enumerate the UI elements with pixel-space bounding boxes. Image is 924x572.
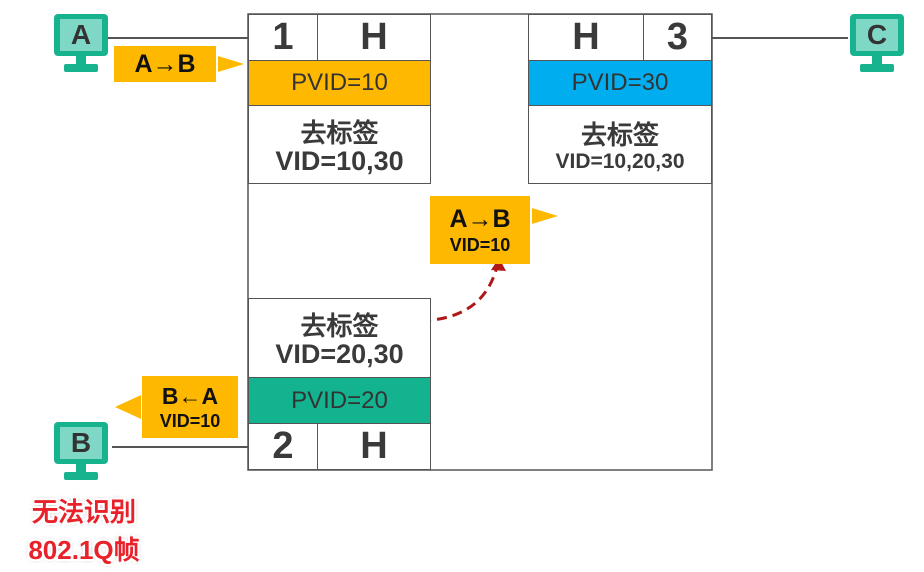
frame-tag-ingress-label: A→B — [134, 49, 196, 78]
port3-number: 3 — [643, 14, 712, 61]
computer-icon — [54, 422, 108, 480]
pc-a[interactable]: A — [50, 12, 116, 78]
frame-tag-internal-vid: VID=10 — [449, 235, 511, 255]
pc-a-label: A — [70, 19, 92, 50]
warning-line2: 802.1Q帧 — [28, 535, 140, 565]
switch-body — [247, 13, 713, 471]
pc-b[interactable]: B — [50, 420, 116, 486]
port2-info-box — [248, 298, 431, 378]
frame-tag-ingress: A→B — [114, 46, 216, 82]
port1-vid: VID=10,30 — [275, 146, 404, 176]
computer-icon — [54, 14, 108, 72]
frame-tag-egress-label: B←A — [161, 383, 219, 409]
frame-tag-internal-label: A→B — [449, 205, 511, 233]
port3-action: 去标签 — [580, 120, 659, 150]
port2-number: 2 — [248, 423, 318, 470]
arrow-left-icon — [115, 395, 141, 419]
port2-vid: VID=20,30 — [275, 339, 404, 369]
pc-c-label: C — [866, 19, 888, 50]
port3-type: H — [528, 14, 644, 61]
port3-info-box — [528, 105, 712, 184]
port3-pvid: PVID=30 — [528, 60, 712, 106]
arrow-right-icon — [218, 56, 244, 72]
warning-line1: 无法识别 — [31, 497, 136, 527]
port2-action: 去标签 — [300, 311, 379, 341]
pc-c[interactable]: C — [846, 12, 912, 78]
frame-tag-egress: B←A VID=10 — [142, 376, 238, 438]
port2-pvid: PVID=20 — [248, 377, 431, 424]
computer-icon — [850, 14, 904, 72]
port1-info-box — [248, 105, 431, 184]
port1-action: 去标签 — [300, 118, 379, 148]
port1-type: H — [317, 14, 431, 61]
frame-tag-egress-vid: VID=10 — [159, 411, 221, 431]
pc-b-label: B — [70, 427, 92, 458]
port2-type: H — [317, 423, 431, 470]
arrow-right-icon — [532, 208, 558, 224]
frame-path-arrowhead-up — [491, 258, 506, 271]
port1-number: 1 — [248, 14, 318, 61]
frame-tag-internal: A→B VID=10 — [430, 196, 530, 264]
port3-vid: VID=10,20,30 — [555, 150, 685, 173]
port1-pvid: PVID=10 — [248, 60, 431, 106]
